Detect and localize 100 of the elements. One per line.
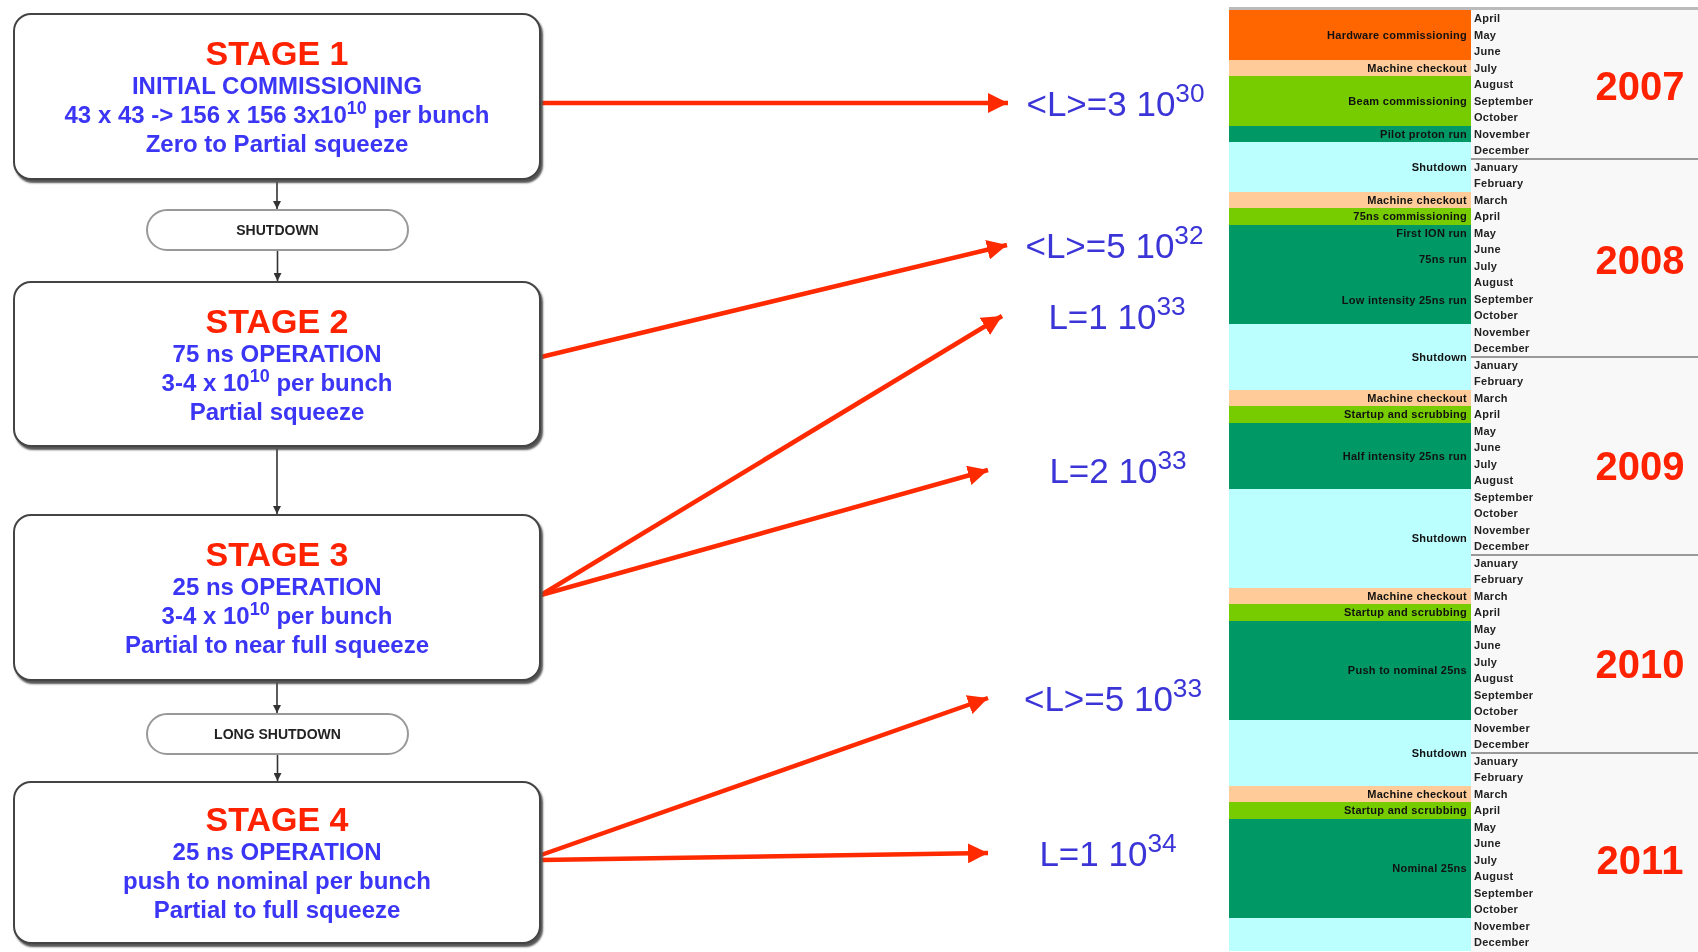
arrow — [540, 843, 989, 864]
schedule-bar: Shutdown — [1229, 142, 1471, 192]
month-label: March — [1474, 588, 1508, 604]
stage-title: STAGE 2 — [205, 302, 349, 339]
month-label: July — [1474, 60, 1498, 76]
month-label: January — [1474, 159, 1519, 175]
month-label: February — [1474, 374, 1524, 389]
arrow — [273, 754, 282, 782]
month-label: July — [1474, 456, 1498, 472]
month-label: October — [1474, 704, 1519, 719]
arrow — [540, 465, 989, 598]
month-label: November — [1474, 324, 1530, 340]
stage-description: Partial to full squeeze — [153, 895, 401, 924]
arrow — [541, 93, 1008, 113]
month-label: May — [1474, 27, 1497, 43]
arrow — [540, 239, 1008, 360]
schedule-bar: Startup and scrubbing — [1229, 604, 1471, 621]
month-label: September — [1474, 489, 1534, 505]
month-label: July — [1474, 258, 1498, 274]
month-label: July — [1474, 654, 1498, 670]
stage-description: 3-4 x 10$^{10}$ per bunch — [161, 367, 393, 397]
month-label: June — [1474, 44, 1501, 59]
month-label: October — [1474, 110, 1519, 125]
month-label: October — [1474, 308, 1519, 323]
schedule-bar — [1229, 917, 1471, 951]
month-label: June — [1474, 836, 1501, 851]
schedule-bar: Startup and scrubbing — [1229, 802, 1471, 819]
month-label: April — [1474, 803, 1501, 818]
month-label: January — [1474, 357, 1519, 373]
month-label: September — [1474, 291, 1534, 307]
arrow — [540, 695, 989, 858]
month-label: August — [1474, 671, 1514, 686]
schedule-bar: 75ns commissioning — [1229, 208, 1471, 225]
month-label: August — [1474, 869, 1514, 884]
month-label: December — [1474, 539, 1530, 554]
luminosity-value: <L>=3 10$^{30}$ — [1008, 79, 1223, 127]
year-label: 2009 — [1594, 443, 1686, 488]
arrow — [273, 250, 282, 282]
shutdown-pill: LONG SHUTDOWN — [146, 713, 409, 755]
month-label: February — [1474, 770, 1524, 785]
luminosity-value: L=1 10$^{34}$ — [988, 829, 1228, 877]
stage-box — [13, 514, 541, 681]
bar-label: Low intensity 25ns run — [1341, 293, 1467, 309]
year-label: 2007 — [1594, 64, 1686, 109]
month-label: April — [1474, 11, 1501, 26]
year-label: 2008 — [1594, 237, 1686, 282]
month-label: June — [1474, 242, 1501, 257]
arrow — [273, 446, 281, 515]
month-label: October — [1474, 506, 1519, 521]
year-label: 2010 — [1594, 641, 1686, 686]
bar-label: 75ns run — [1418, 251, 1467, 267]
schedule-bar: Startup and scrubbing — [1229, 406, 1471, 423]
schedule-bar: Shutdown — [1229, 488, 1471, 588]
month-label: May — [1474, 819, 1497, 835]
month-label: November — [1474, 720, 1530, 736]
stage-description: 3-4 x 10$^{10}$ per bunch — [161, 601, 393, 630]
arrow — [273, 179, 281, 210]
bar-label: First ION run — [1396, 225, 1467, 241]
shutdown-pill: SHUTDOWN — [146, 209, 409, 251]
month-label: February — [1474, 176, 1524, 191]
stage-box — [13, 781, 541, 944]
month-label: July — [1474, 852, 1498, 868]
month-label: August — [1474, 473, 1514, 488]
month-label: August — [1474, 275, 1514, 290]
year-label: 2011 — [1595, 838, 1685, 883]
month-label: March — [1474, 786, 1508, 802]
month-label: December — [1474, 143, 1530, 158]
stage-box — [13, 281, 541, 447]
schedule-bar: Shutdown — [1229, 719, 1471, 786]
schedule-bar: Shutdown — [1229, 323, 1471, 390]
month-label: March — [1474, 390, 1508, 406]
luminosity-value: L=1 10$^{33}$ — [1002, 292, 1232, 340]
month-label: August — [1474, 77, 1514, 92]
stage-box — [13, 13, 541, 180]
month-label: December — [1474, 341, 1530, 356]
stage-description: INITIAL COMMISSIONING — [131, 71, 423, 100]
month-label: April — [1474, 209, 1501, 224]
stage-description: Zero to Partial squeeze — [145, 129, 409, 158]
month-label: May — [1474, 423, 1497, 439]
month-label: January — [1474, 753, 1519, 769]
stage-description: Partial squeeze — [189, 396, 365, 426]
schedule-bar: Hardware commissioning — [1229, 10, 1471, 60]
month-label: January — [1474, 555, 1519, 571]
month-label: September — [1474, 885, 1534, 901]
luminosity-value: <L>=5 10$^{32}$ — [1007, 221, 1222, 269]
month-label: November — [1474, 918, 1530, 934]
stage-description: 43 x 43 -> 156 x 156 3x10$^{10}$ per bunch — [64, 100, 490, 129]
month-label: October — [1474, 902, 1519, 917]
arrow — [273, 680, 281, 714]
month-label: May — [1474, 621, 1497, 637]
month-label: April — [1474, 605, 1501, 620]
stage-description: 25 ns OPERATION — [172, 837, 382, 866]
month-label: November — [1474, 522, 1530, 538]
month-label: September — [1474, 93, 1534, 109]
stage-title: STAGE 3 — [205, 536, 349, 572]
month-label: December — [1474, 935, 1530, 950]
month-label: April — [1474, 407, 1501, 422]
stage-description: push to nominal per bunch — [123, 866, 431, 895]
month-label: June — [1474, 440, 1501, 455]
stage-description: Partial to near full squeeze — [124, 630, 430, 659]
